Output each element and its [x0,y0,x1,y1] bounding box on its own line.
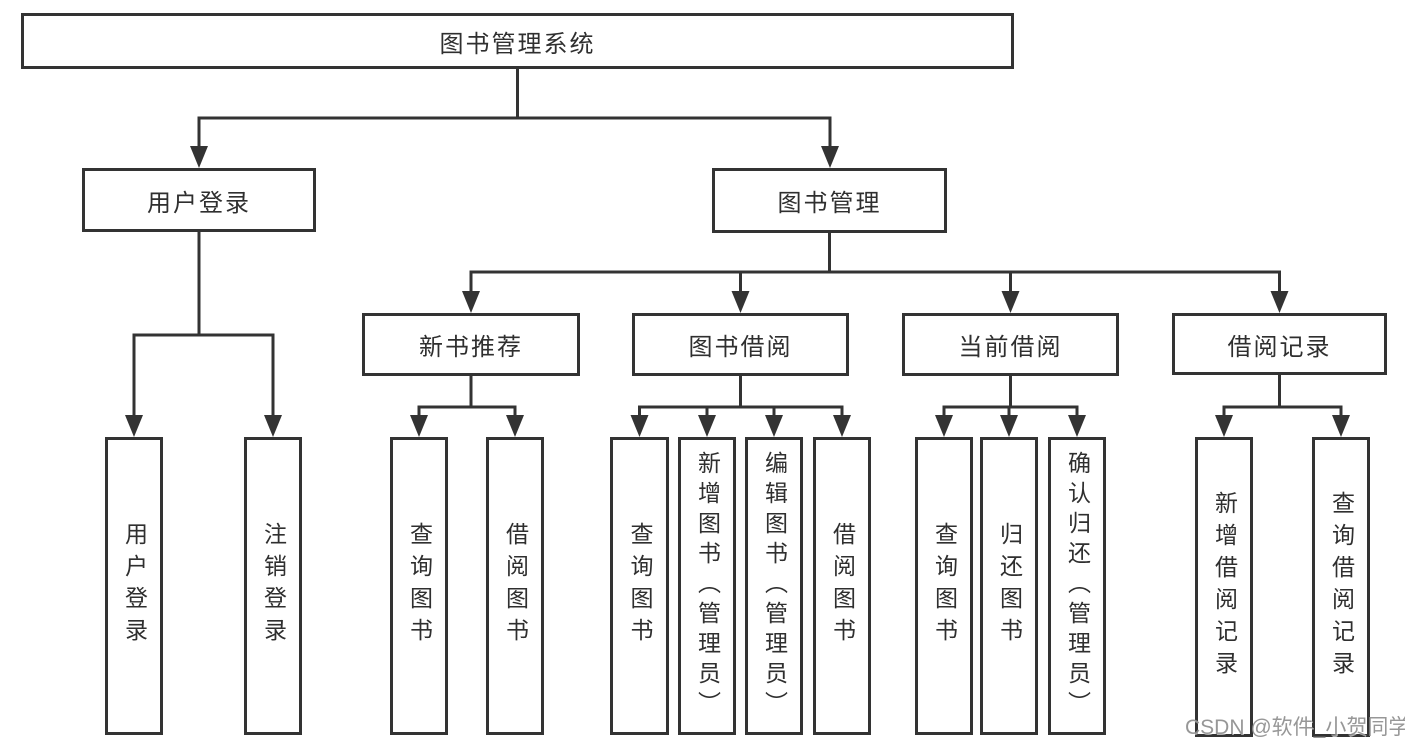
arrow-bookborrow-query [630,415,649,437]
arrow-newbooks-borrow [506,415,524,437]
node-borrow-records: 借阅记录 [1172,313,1387,375]
connector-newbooks-to-leaves [417,376,517,419]
node-book-management: 图书管理 [712,168,947,233]
node-user-login: 用户登录 [82,168,316,232]
node-label: 图书管理系统 [439,30,596,58]
leaf-logout: 注销登录 [244,437,302,735]
leaf-records-add: 新增借阅记录 [1195,437,1253,737]
arrow-bookborrow-borrow [833,415,851,437]
leaf-label: 查询借阅记录 [1328,491,1355,683]
leaf-bookborrow-add-admin: 新增图书（管理员） [678,437,736,735]
arrow-records-query [1332,415,1350,437]
arrow-leaf-user-login [125,415,143,437]
connector-userlogin-to-leaves [132,232,275,419]
node-library-management-system: 图书管理系统 [21,13,1014,69]
leaf-label: 查询图书 [627,522,653,650]
arrow-bookborrow-edit [765,415,783,437]
leaf-label: 编辑图书（管理员） [761,451,788,721]
leaf-label: 查询图书 [931,522,958,650]
arrow-newbooks-query [410,415,428,437]
connector-bookborrow-to-leaves [638,376,844,419]
leaf-bookborrow-borrow: 借阅图书 [813,437,871,735]
leaf-currentborrow-confirm-admin: 确认归还（管理员） [1048,437,1106,735]
node-current-borrow: 当前借阅 [902,313,1119,376]
leaf-bookborrow-edit-admin: 编辑图书（管理员） [745,437,803,735]
leaf-label: 借阅图书 [502,522,529,650]
connector-records-to-leaves [1222,375,1343,419]
leaf-newbooks-borrow: 借阅图书 [486,437,544,735]
leaf-label: 确认归还（管理员） [1064,451,1091,721]
leaf-label: 新增借阅记录 [1211,491,1238,683]
arrow-records-add [1215,415,1233,437]
arrow-currentborrow-return [1000,415,1018,437]
node-label: 用户登录 [147,189,251,217]
leaf-user-login: 用户登录 [105,437,163,735]
arrow-book-borrow [731,291,750,313]
leaf-label: 归还图书 [996,522,1023,650]
node-label: 图书管理 [777,190,882,217]
node-book-borrow: 图书借阅 [632,313,849,376]
arrow-leaf-logout [264,415,282,437]
leaf-currentborrow-query: 查询图书 [915,437,973,735]
arrow-currentborrow-query [935,415,953,437]
node-label: 借阅记录 [1227,333,1332,361]
leaf-bookborrow-query: 查询图书 [610,437,669,735]
leaf-label: 用户登录 [121,522,148,650]
arrow-currentborrow-confirm [1068,415,1086,437]
connector-bookmgmt-to-level3 [469,233,1281,295]
leaf-label: 查询图书 [406,522,433,650]
node-label: 图书借阅 [688,334,793,361]
leaf-newbooks-query: 查询图书 [390,437,448,735]
leaf-label: 借阅图书 [829,522,856,650]
leaf-records-query: 查询借阅记录 [1312,437,1370,737]
arrow-borrow-records [1270,291,1289,313]
connector-root-to-level2 [197,69,832,150]
node-new-book-recommend: 新书推荐 [362,313,580,376]
arrow-new-book-recommend [462,291,480,313]
node-label: 新书推荐 [419,334,523,361]
csdn-watermark: CSDN @软件_小贺同学 [1185,716,1405,739]
node-label: 当前借阅 [958,334,1063,361]
leaf-currentborrow-return: 归还图书 [980,437,1038,735]
arrow-bookborrow-add [698,415,716,437]
arrow-user-login [190,146,208,168]
arrow-book-management [821,146,839,168]
connector-currentborrow-to-leaves [942,376,1079,419]
leaf-label: 新增图书（管理员） [694,451,721,721]
leaf-label: 注销登录 [260,522,287,650]
arrow-current-borrow [1001,291,1020,313]
